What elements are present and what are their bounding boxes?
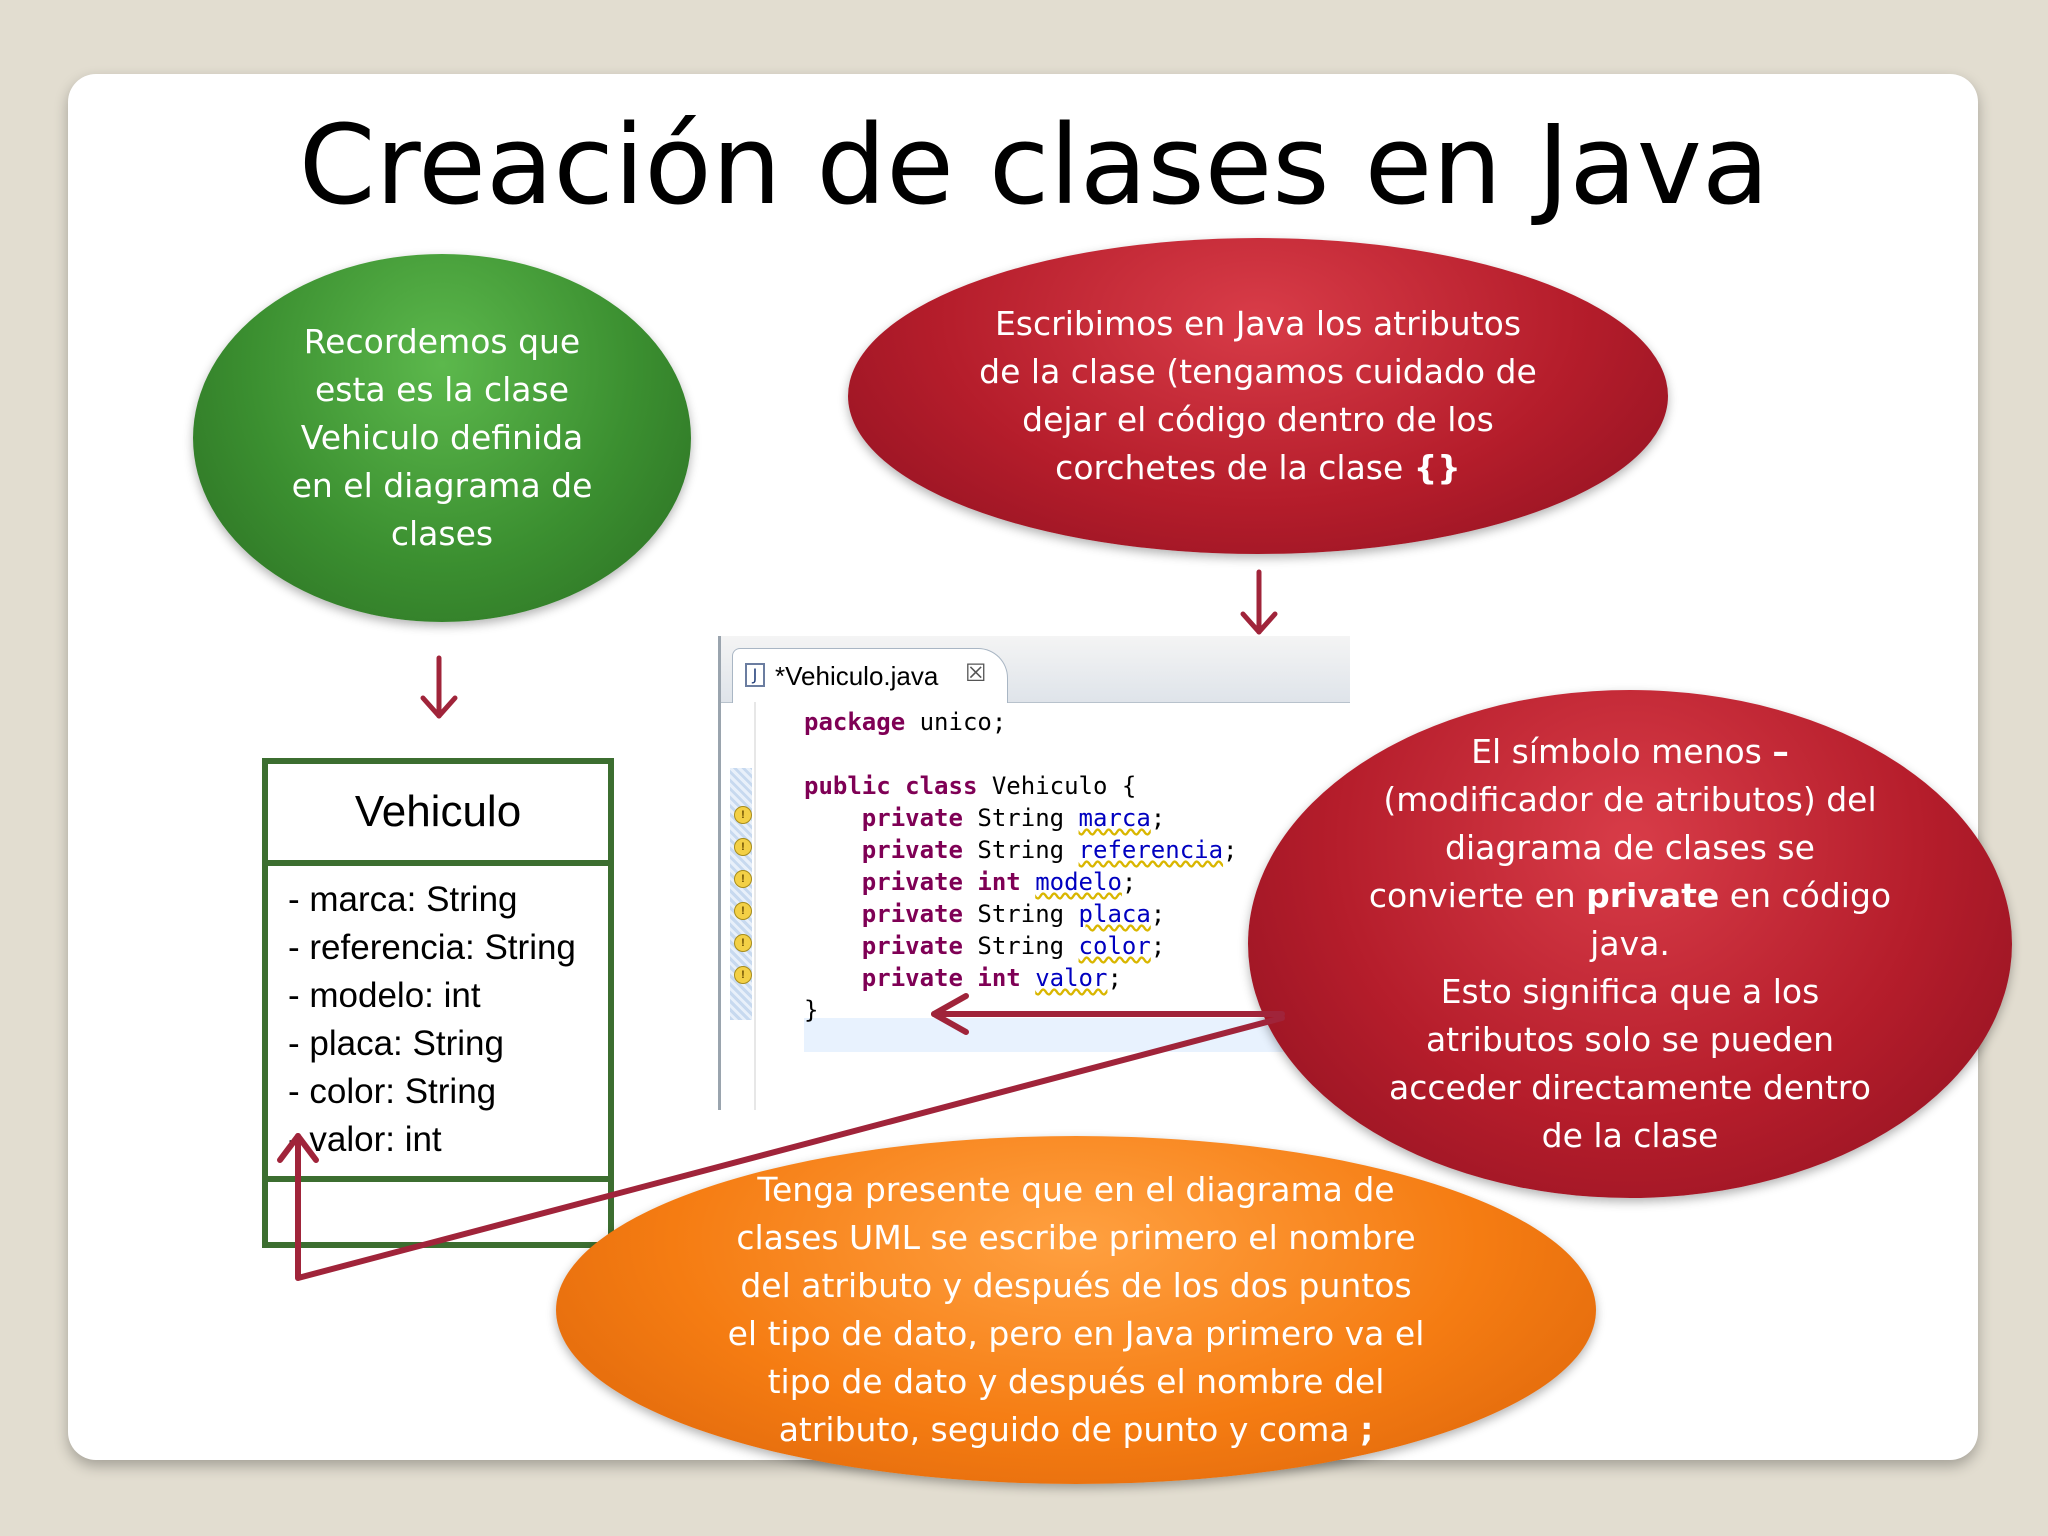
code-line-field: private String placa; <box>861 900 1166 928</box>
callout-class-reminder-text: Recordemos que esta es la clase Vehiculo… <box>291 322 593 553</box>
uml-class-name: Vehiculo <box>268 764 608 866</box>
code-line: package unico; <box>804 706 1238 738</box>
keyword: package <box>804 708 906 736</box>
close-tab-icon[interactable]: ☒ <box>965 660 987 687</box>
change-ruler <box>730 768 752 1020</box>
braces-symbol: {} <box>1413 448 1461 487</box>
keyword: private <box>861 836 963 864</box>
minus-symbol: – <box>1772 732 1789 771</box>
callout-write-attributes: Escribimos en Java los atributos de la c… <box>848 238 1668 554</box>
callout-uml-vs-java-body: Tenga presente que en el diagrama de cla… <box>727 1170 1425 1449</box>
warning-icon: ! <box>734 806 752 824</box>
editor-gutter <box>726 702 756 1110</box>
callout-minus-symbol: El símbolo menos – (modificador de atrib… <box>1248 690 2012 1198</box>
code-line-field: private String marca; <box>861 804 1166 832</box>
field-type: String <box>962 836 1079 864</box>
callout-write-attributes-text: Escribimos en Java los atributos de la c… <box>979 300 1537 492</box>
field-type: String <box>962 900 1079 928</box>
keyword: private <box>861 868 963 896</box>
keyword: private <box>861 804 963 832</box>
class-declaration: Vehiculo { <box>977 772 1137 800</box>
code-text[interactable]: package unico; public class Vehiculo { p… <box>804 706 1238 1026</box>
callout-write-attributes-body: Escribimos en Java los atributos de la c… <box>979 304 1537 487</box>
semicolon-symbol: ; <box>1360 1410 1374 1449</box>
field-type: int <box>962 964 1021 992</box>
code-line-field: private int valor; <box>861 964 1122 992</box>
keyword: public class <box>804 772 978 800</box>
code-line: public class Vehiculo { <box>804 770 1238 802</box>
keyword: private <box>861 900 963 928</box>
field-type: String <box>962 932 1079 960</box>
keyword: private <box>861 964 963 992</box>
uml-attribute: - color: String <box>288 1072 497 1111</box>
editor-tab-label: *Vehiculo.java <box>775 661 939 691</box>
field-name: marca <box>1078 804 1151 832</box>
warning-icon: ! <box>734 870 752 888</box>
field-name: placa <box>1078 900 1151 928</box>
warning-icon: ! <box>734 902 752 920</box>
field-type: String <box>962 804 1079 832</box>
uml-attribute: - placa: String <box>288 1024 504 1063</box>
warning-icon: ! <box>734 966 752 984</box>
callout-uml-vs-java-order: Tenga presente que en el diagrama de cla… <box>556 1136 1596 1484</box>
uml-attributes: - marca: String - referencia: String - m… <box>268 866 608 1182</box>
warning-icon: ! <box>734 934 752 952</box>
field-name: referencia <box>1078 836 1224 864</box>
code-line-field: private String referencia; <box>861 836 1238 864</box>
callout-class-reminder: Recordemos que esta es la clase Vehiculo… <box>193 254 691 622</box>
editor-border <box>718 636 721 1110</box>
code-line-field: private String color; <box>861 932 1166 960</box>
uml-class-box: Vehiculo - marca: String - referencia: S… <box>262 758 614 1248</box>
private-keyword: private <box>1586 876 1720 915</box>
uml-attribute: - valor: int <box>288 1120 442 1159</box>
keyword: private <box>861 932 963 960</box>
callout-minus-symbol-text: El símbolo menos – (modificador de atrib… <box>1369 728 1891 1160</box>
callout-minus-body-end: en código java. Esto significa que a los… <box>1389 876 1892 1155</box>
code-line-blank <box>804 738 1238 770</box>
slide-title: Creación de clases en Java <box>298 101 1770 229</box>
warning-icon: ! <box>734 838 752 856</box>
editor-tab[interactable]: J *Vehiculo.java ☒ <box>732 648 1008 703</box>
code-editor-screenshot: J *Vehiculo.java ☒ ! ! ! ! ! ! package u… <box>718 636 1350 1110</box>
uml-attribute: - modelo: int <box>288 976 481 1015</box>
java-file-icon: J <box>745 663 765 687</box>
uml-attribute: - referencia: String <box>288 928 576 967</box>
field-name: color <box>1078 932 1151 960</box>
callout-minus-body: (modificador de atributos) del diagrama … <box>1368 780 1877 915</box>
editor-tab-bar: J *Vehiculo.java ☒ <box>718 636 1350 703</box>
package-name: unico; <box>905 708 1007 736</box>
callout-uml-vs-java-text: Tenga presente que en el diagrama de cla… <box>728 1166 1425 1454</box>
code-line: } <box>804 996 819 1024</box>
field-type: int <box>962 868 1021 896</box>
uml-attribute: - marca: String <box>288 880 518 919</box>
field-name: modelo <box>1035 868 1122 896</box>
field-name: valor <box>1035 964 1108 992</box>
code-line-field: private int modelo; <box>861 868 1137 896</box>
callout-minus-line: El símbolo menos <box>1471 732 1773 771</box>
